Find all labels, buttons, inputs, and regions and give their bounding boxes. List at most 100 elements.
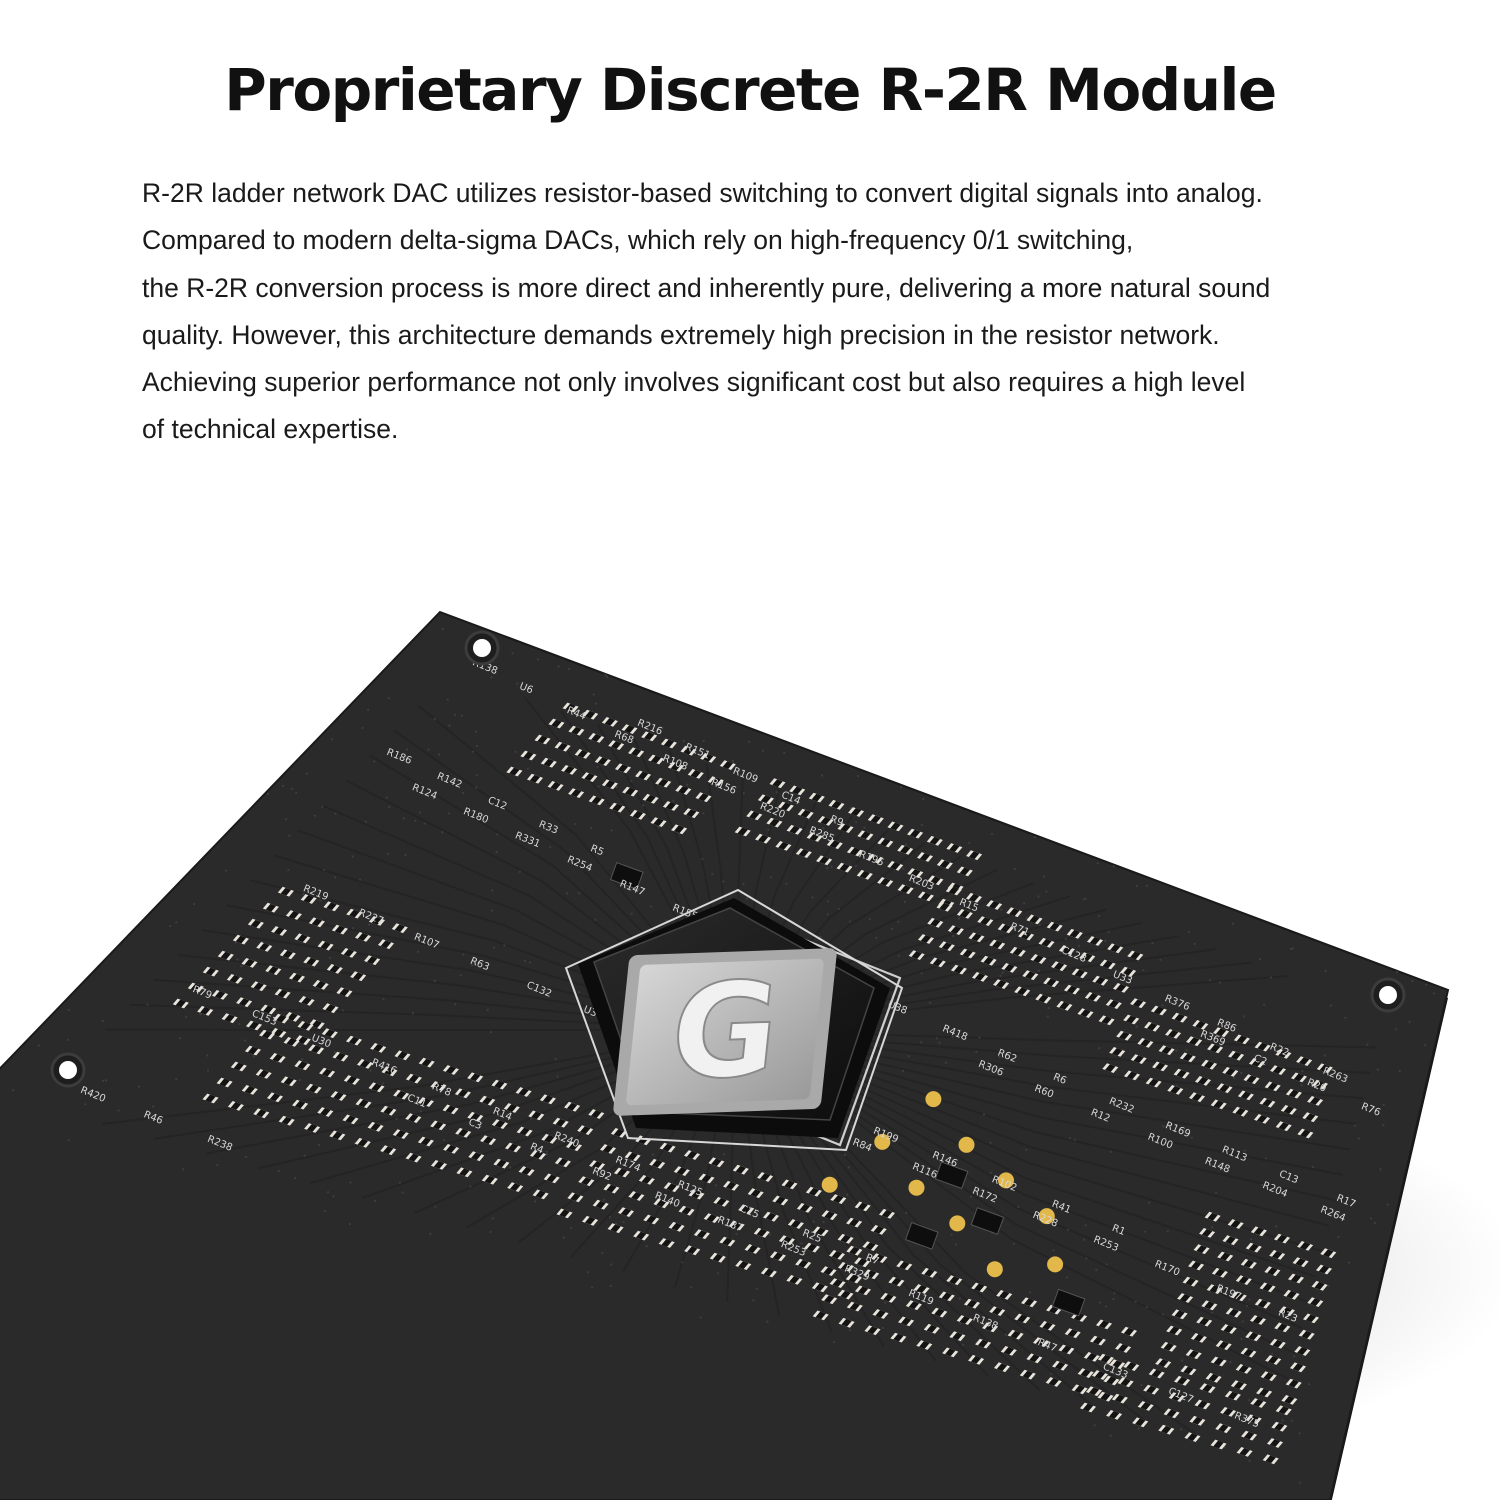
via xyxy=(1066,1228,1069,1231)
resistor-body xyxy=(624,725,635,733)
smd-resistor xyxy=(574,748,591,759)
smd-resistor xyxy=(905,1300,922,1311)
smd-resistor xyxy=(1271,1421,1288,1432)
smd-resistor xyxy=(650,817,667,828)
via xyxy=(349,1181,352,1184)
smd-resistor xyxy=(305,1083,322,1094)
smd-resistor xyxy=(1083,1351,1100,1362)
via xyxy=(1311,1165,1314,1169)
resistor-body xyxy=(457,1089,469,1098)
gold-pad xyxy=(908,1179,925,1196)
resistor-body xyxy=(471,1152,482,1161)
smd-resistor xyxy=(1262,1454,1279,1465)
smd-resistor xyxy=(997,923,1014,934)
resistor-body xyxy=(175,999,187,1008)
silkscreen-label: R9 xyxy=(828,814,844,829)
smd-resistor xyxy=(172,998,189,1009)
via xyxy=(395,1117,398,1120)
via xyxy=(586,1271,590,1274)
smd-resistor xyxy=(812,1310,829,1321)
via xyxy=(528,961,531,964)
resistor-body xyxy=(840,1290,851,1299)
via xyxy=(434,1205,437,1208)
resistor-body xyxy=(833,1195,844,1203)
via xyxy=(1291,1419,1294,1422)
resistor-body xyxy=(566,1102,578,1111)
resistor-body xyxy=(1117,1344,1129,1352)
resistor-body xyxy=(651,1159,663,1168)
via xyxy=(496,833,499,836)
smd-resistor xyxy=(345,1035,363,1046)
resistor-body xyxy=(1298,1057,1310,1065)
smd-resistor xyxy=(1210,1099,1227,1110)
via xyxy=(1301,1069,1304,1073)
small-ic xyxy=(1051,1288,1086,1317)
via xyxy=(373,760,376,763)
resistor-body xyxy=(1208,1373,1219,1382)
smd-resistor xyxy=(1014,1313,1031,1324)
smd-resistor xyxy=(1120,966,1137,977)
resistor-body xyxy=(1283,1106,1295,1114)
smd-resistor xyxy=(1107,943,1124,954)
resistor-body xyxy=(1271,1251,1283,1259)
via xyxy=(323,868,326,871)
resistor-body xyxy=(690,770,702,778)
resistor-body xyxy=(272,1054,283,1062)
via xyxy=(849,807,852,810)
via xyxy=(1077,944,1080,947)
via xyxy=(1134,1300,1137,1303)
smd-resistor xyxy=(887,821,904,832)
resistor-body xyxy=(1267,1082,1278,1091)
resistor-body xyxy=(780,802,792,811)
via xyxy=(630,912,633,915)
resistor-body xyxy=(865,1242,876,1250)
resistor-body xyxy=(1154,1062,1166,1071)
resistor-body xyxy=(641,1176,653,1184)
resistor-body xyxy=(916,1285,927,1293)
smd-resistor xyxy=(971,1282,988,1293)
smd-resistor xyxy=(872,1309,889,1319)
resistor-body xyxy=(848,1218,860,1227)
smd-resistor xyxy=(1043,977,1060,988)
resistor-body xyxy=(253,982,264,991)
resistor-body xyxy=(670,762,682,771)
resistor-body xyxy=(1196,1245,1207,1254)
smd-resistor xyxy=(660,738,677,749)
smd-resistor xyxy=(695,792,712,803)
via xyxy=(820,774,824,777)
resistor-body xyxy=(1265,1455,1276,1464)
smd-resistor xyxy=(1182,1276,1199,1287)
resistor-body xyxy=(859,870,871,879)
resistor-body xyxy=(258,1070,269,1078)
via xyxy=(253,1014,256,1018)
resistor-body xyxy=(1179,1294,1191,1302)
resistor-body xyxy=(620,1208,632,1216)
resistor-body xyxy=(1048,1378,1059,1386)
smd-resistor xyxy=(880,1292,897,1303)
smd-resistor xyxy=(1237,1090,1254,1101)
via xyxy=(1291,947,1294,950)
smd-resistor xyxy=(493,1158,510,1169)
smd-resistor xyxy=(949,1331,966,1342)
resistor-body xyxy=(1204,1301,1215,1310)
via xyxy=(101,1019,104,1022)
smd-resistor xyxy=(877,837,894,848)
resistor-body xyxy=(1281,1307,1293,1315)
smd-resistor xyxy=(1102,1063,1119,1074)
smd-resistor xyxy=(380,1105,397,1116)
resistor-body xyxy=(563,766,575,774)
smd-resistor xyxy=(1039,1320,1056,1331)
resistor-body xyxy=(557,742,568,751)
smd-resistor xyxy=(266,1092,284,1103)
resistor-body xyxy=(420,1098,432,1106)
smd-resistor xyxy=(1089,1335,1106,1346)
resistor-body xyxy=(1080,1369,1091,1377)
via xyxy=(185,1016,188,1019)
resistor-body xyxy=(632,810,644,819)
resistor-body xyxy=(926,1324,938,1333)
smd-resistor xyxy=(617,1207,635,1218)
smd-resistor xyxy=(680,745,697,756)
via xyxy=(1243,1015,1246,1018)
resistor-body xyxy=(1111,1360,1123,1369)
resistor-body xyxy=(998,1291,1010,1299)
